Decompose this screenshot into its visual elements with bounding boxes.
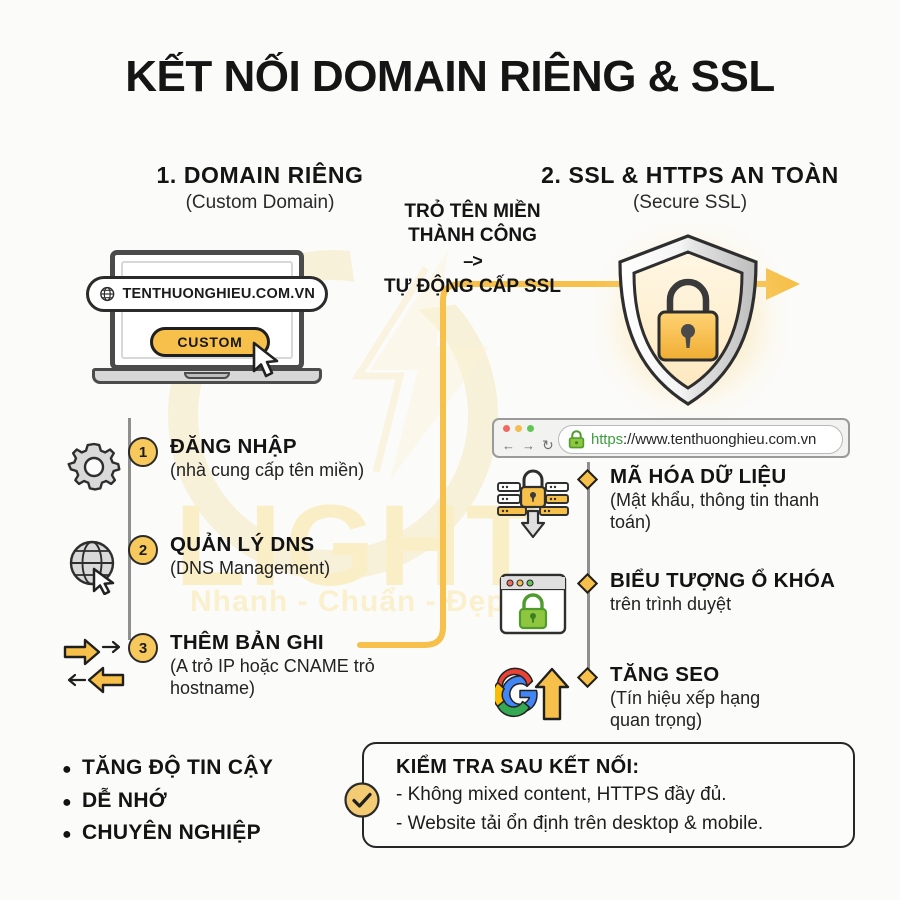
ssl-item-desc: (Tín hiệu xếp hạng quan trọng) bbox=[610, 687, 761, 730]
list-item-step-1: 1 ĐĂNG NHẬP (nhà cung cấp tên miền) bbox=[60, 435, 440, 495]
list-item-benefit: ● CHUYÊN NGHIỆP bbox=[62, 817, 273, 850]
section-left-title: 1. DOMAIN RIÊNG bbox=[156, 162, 364, 188]
step-number-badge: 2 bbox=[128, 535, 158, 565]
ssl-item-body: BIỂU TƯỢNG Ổ KHÓA trên trình duyệt bbox=[600, 569, 835, 616]
list-item-ssl-1: MÃ HÓA DỮ LIỆU (Mật khẩu, thông tin than… bbox=[492, 465, 892, 541]
laptop-url-pill[interactable]: TENTHUONGHIEU.COM.VN bbox=[86, 276, 328, 312]
transition-note-line2: THÀNH CÔNG bbox=[408, 225, 537, 247]
list-item-ssl-2: BIỂU TƯỢNG Ổ KHÓA trên trình duyệt bbox=[492, 569, 892, 637]
bullet-diamond bbox=[574, 663, 600, 689]
benefit-label: DỄ NHỚ bbox=[81, 788, 168, 812]
url-text: https://www.tenthuonghieu.com.vn bbox=[591, 431, 816, 448]
step-desc: (A trỏ IP hoặc CNAME trỏ hostname) bbox=[170, 655, 375, 698]
check-card-line-1: - Không mixed content, HTTPS đầy đủ. bbox=[396, 784, 727, 805]
transition-note-line3: TỰ ĐỘNG CẤP SSL bbox=[384, 275, 561, 297]
section-left-subtitle: (Custom Domain) bbox=[185, 192, 335, 213]
ssl-item-title: TĂNG SEO bbox=[610, 663, 720, 686]
forward-arrow-icon[interactable]: → bbox=[522, 438, 535, 453]
section-right-title: 2. SSL & HTTPS AN TOÀN bbox=[541, 162, 839, 188]
step-desc: (DNS Management) bbox=[170, 557, 331, 578]
ssl-item-desc: trên trình duyệt bbox=[610, 593, 732, 614]
transition-note-line1: TRỎ TÊN MIỀN bbox=[404, 201, 541, 222]
check-card: KIỂM TRA SAU KẾT NỐI: - Không mixed cont… bbox=[362, 742, 855, 848]
list-item-benefit: ● DỄ NHỚ bbox=[62, 785, 273, 818]
browser-lock-icon bbox=[492, 569, 574, 637]
step-desc: (nhà cung cấp tên miền) bbox=[170, 459, 365, 480]
step-body: ĐĂNG NHẬP (nhà cung cấp tên miền) bbox=[158, 435, 364, 482]
exchange-arrows-icon bbox=[60, 631, 128, 697]
section-right-subtitle: (Secure SSL) bbox=[632, 192, 748, 213]
step-number-badge: 1 bbox=[128, 437, 158, 467]
step-title: ĐĂNG NHẬP bbox=[170, 435, 297, 458]
globe-icon bbox=[100, 286, 115, 302]
check-card-heading: KIỂM TRA SAU KẾT NỐI: bbox=[396, 756, 640, 778]
ssl-item-title: MÃ HÓA DỮ LIỆU bbox=[610, 465, 787, 488]
benefit-label: TĂNG ĐỘ TIN CẬY bbox=[81, 756, 274, 779]
step-number-badge: 3 bbox=[128, 633, 158, 663]
check-card-line-2: - Website tải ổn định trên desktop & mob… bbox=[396, 813, 764, 834]
transition-note: TRỎ TÊN MIỀN THÀNH CÔNG –> TỰ ĐỘNG CẤP S… bbox=[355, 200, 590, 299]
list-item-benefit: ● TĂNG ĐỘ TIN CẬY bbox=[62, 752, 273, 785]
reload-icon[interactable]: ↻ bbox=[542, 437, 554, 453]
bullet-dot-icon: ● bbox=[62, 761, 72, 778]
browser-traffic-lights bbox=[503, 425, 534, 432]
ssl-item-body: MÃ HÓA DỮ LIỆU (Mật khẩu, thông tin than… bbox=[600, 465, 825, 533]
bullet-diamond bbox=[574, 465, 600, 491]
step-body: THÊM BẢN GHI (A trỏ IP hoặc CNAME trỏ ho… bbox=[158, 631, 400, 699]
step-body: QUẢN LÝ DNS (DNS Management) bbox=[158, 533, 330, 580]
section-heading-right: 2. SSL & HTTPS AN TOÀN (Secure SSL) bbox=[510, 162, 870, 214]
cursor-arrow-icon bbox=[252, 341, 279, 378]
ssl-item-title: BIỂU TƯỢNG Ổ KHÓA bbox=[610, 569, 836, 592]
browser-nav-buttons[interactable]: ← → ↻ bbox=[502, 437, 554, 454]
bullet-dot-icon: ● bbox=[62, 793, 72, 811]
laptop-url-text: TENTHUONGHIEU.COM.VN bbox=[122, 286, 315, 302]
laptop-notch bbox=[184, 372, 230, 379]
right-steps-connector-line bbox=[587, 462, 590, 674]
url-scheme: https bbox=[591, 431, 624, 448]
browser-dot-yellow bbox=[515, 425, 522, 432]
page-title: KẾT NỐI DOMAIN RIÊNG & SSL bbox=[125, 52, 775, 101]
custom-domain-button[interactable]: CUSTOM bbox=[150, 327, 270, 357]
server-lock-icon bbox=[492, 465, 574, 541]
bullet-dot-icon: ● bbox=[62, 826, 72, 844]
url-rest: ://www.tenthuonghieu.com.vn bbox=[623, 431, 817, 448]
green-padlock-icon bbox=[568, 430, 585, 449]
list-item-step-3: 3 THÊM BẢN GHI (A trỏ IP hoặc CNAME trỏ … bbox=[60, 631, 440, 699]
step-title: THÊM BẢN GHI bbox=[170, 631, 324, 654]
ssl-item-body: TĂNG SEO (Tín hiệu xếp hạng quan trọng) bbox=[600, 663, 800, 731]
section-heading-left: 1. DOMAIN RIÊNG (Custom Domain) bbox=[80, 162, 440, 214]
check-circle-icon bbox=[344, 782, 380, 818]
globe-cursor-icon bbox=[60, 533, 128, 595]
gear-icon bbox=[60, 435, 128, 495]
back-arrow-icon[interactable]: ← bbox=[502, 438, 515, 453]
benefit-label: CHUYÊN NGHIỆP bbox=[81, 821, 261, 845]
browser-dot-green bbox=[527, 425, 534, 432]
left-steps-list: 1 ĐĂNG NHẬP (nhà cung cấp tên miền) 2 QU… bbox=[60, 435, 440, 699]
benefits-list: ● TĂNG ĐỘ TIN CẬY ● DỄ NHỚ ● CHUYÊN NGHIỆP bbox=[62, 752, 273, 850]
shield-lock-icon bbox=[618, 234, 758, 406]
bullet-diamond bbox=[574, 569, 600, 595]
ssl-item-desc: (Mật khẩu, thông tin thanh toán) bbox=[610, 489, 820, 532]
browser-address-bar[interactable]: ← → ↻ https://www.tenthuonghieu.com.vn bbox=[492, 418, 850, 458]
google-up-arrow-icon bbox=[492, 663, 574, 723]
left-steps-connector-line bbox=[128, 418, 131, 640]
laptop-illustration: TENTHUONGHIEU.COM.VN CUSTOM bbox=[86, 250, 328, 390]
step-title: QUẢN LÝ DNS bbox=[170, 533, 315, 556]
shield-illustration bbox=[588, 223, 788, 418]
list-item-ssl-3: TĂNG SEO (Tín hiệu xếp hạng quan trọng) bbox=[492, 663, 892, 731]
browser-dot-red bbox=[503, 425, 510, 432]
list-item-step-2: 2 QUẢN LÝ DNS (DNS Management) bbox=[60, 533, 440, 595]
url-input[interactable]: https://www.tenthuonghieu.com.vn bbox=[558, 425, 843, 454]
right-benefits-list: MÃ HÓA DỮ LIỆU (Mật khẩu, thông tin than… bbox=[492, 465, 892, 731]
transition-note-arrow: –> bbox=[463, 250, 483, 271]
